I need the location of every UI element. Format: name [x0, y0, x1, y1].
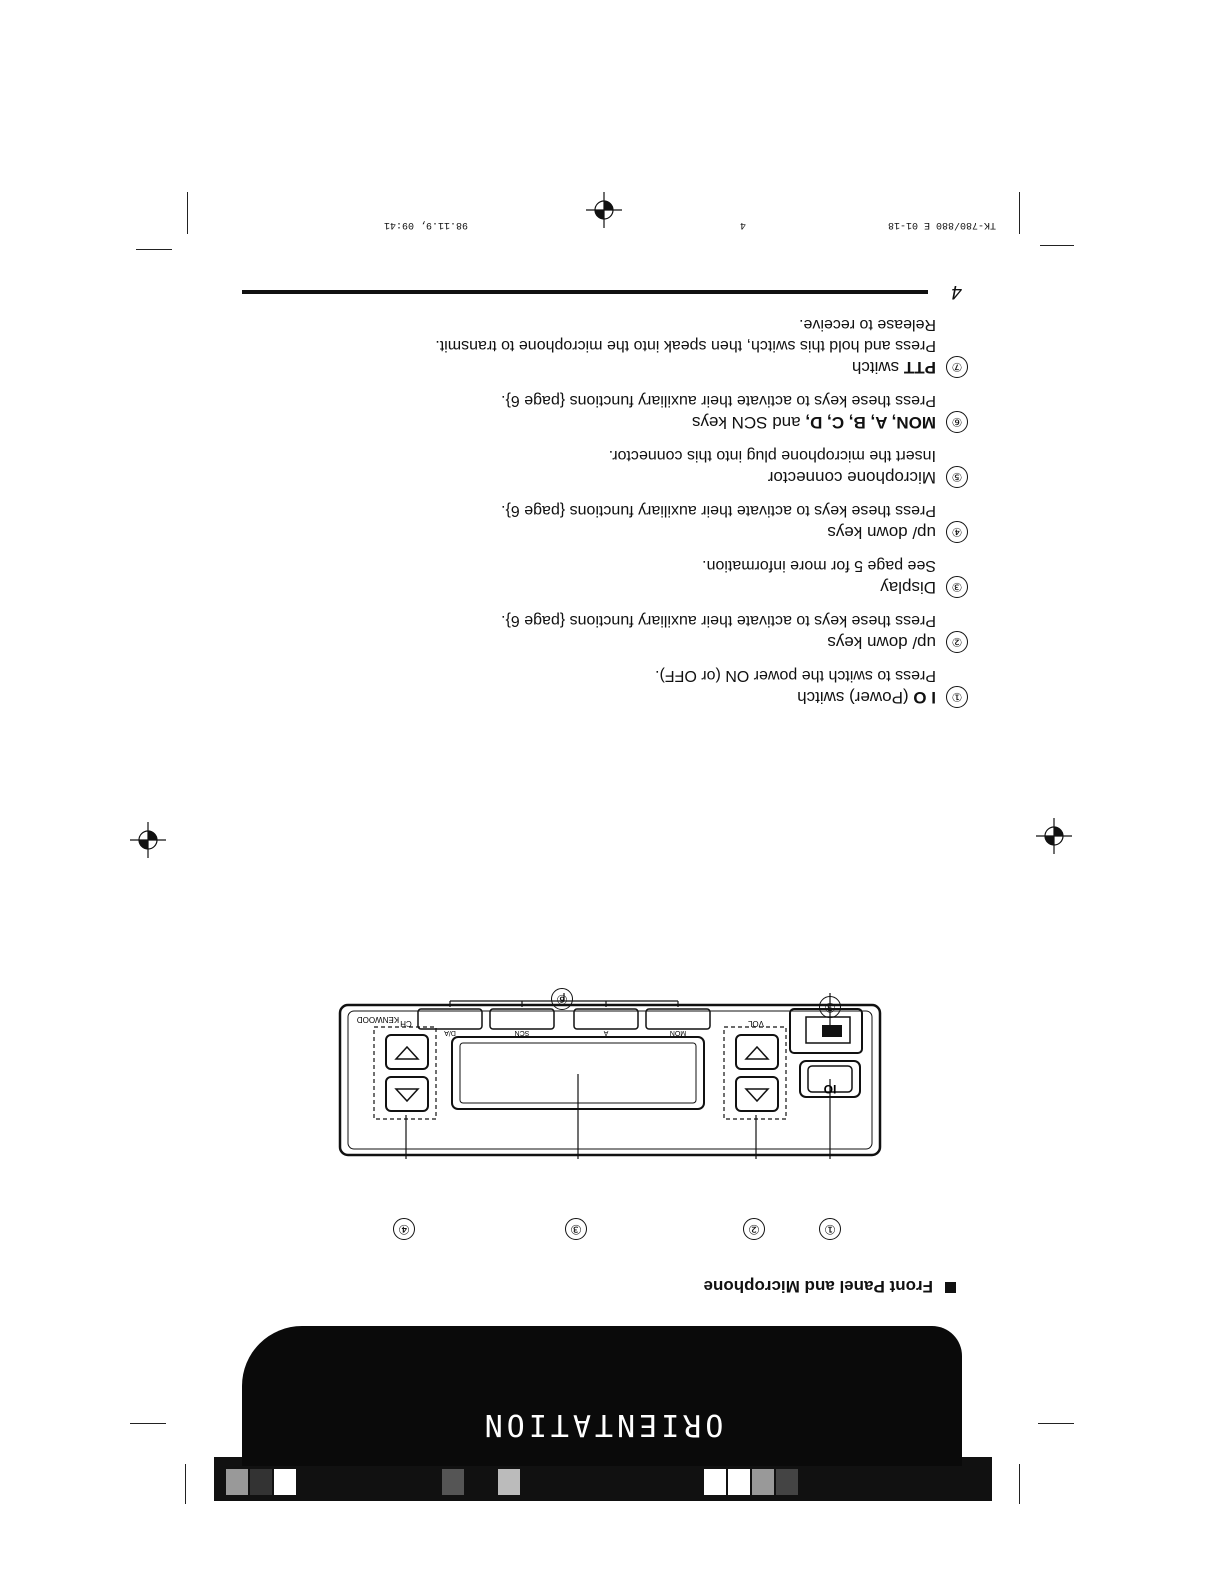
- callout-4: ④: [393, 1218, 415, 1240]
- swatch: [752, 1469, 774, 1495]
- section-title: ORIENTATION: [480, 1407, 724, 1442]
- list-item: ④ up/ down keys Press these keys to activ…: [248, 500, 968, 543]
- page-number: 4: [951, 281, 962, 302]
- list-item: ② up/ down keys Press these keys to activ…: [248, 610, 968, 653]
- scn-label: SCN: [515, 1029, 530, 1036]
- swatch: [776, 1469, 798, 1495]
- vol-down-button: [735, 1076, 779, 1112]
- crop-mark: [136, 249, 172, 250]
- registration-mark-icon: [586, 192, 622, 228]
- item-description: Press to switch the power ON (or OFF).: [655, 667, 936, 684]
- item-number: ⑥: [946, 411, 968, 433]
- crop-mark: [187, 192, 188, 234]
- item-title-bold: I O: [913, 688, 936, 707]
- callout-2: ②: [743, 1218, 765, 1240]
- swatch: [274, 1469, 296, 1495]
- item-title: up/ down keys: [827, 523, 936, 542]
- list-item: ① I O (Power) switch Press to switch the …: [248, 665, 968, 708]
- item-description: Press these keys to activate their auxil…: [501, 392, 936, 409]
- footer-file-info: TK-780/880 E 01-18: [887, 219, 996, 230]
- figure-heading-text: Front Panel and Microphone: [703, 1277, 933, 1296]
- item-number: ③: [946, 576, 968, 598]
- item-title: (Power) switch: [797, 688, 914, 707]
- item-number: ①: [946, 686, 968, 708]
- callout-3: ③: [565, 1218, 587, 1240]
- crop-mark: [1019, 1464, 1020, 1504]
- crop-mark: [1040, 245, 1074, 246]
- item-number: ④: [946, 521, 968, 543]
- item-number: ⑤: [946, 466, 968, 488]
- a-label: A: [603, 1029, 608, 1036]
- crop-mark: [1038, 1423, 1074, 1424]
- list-item: ⑤ Microphone connector Insert the microph…: [248, 445, 968, 488]
- crop-mark: [1019, 192, 1020, 234]
- swatch: [226, 1469, 248, 1495]
- registration-mark-icon: [130, 822, 166, 858]
- item-title: Display: [880, 578, 936, 597]
- front-panel-diagram: IO VOL CH MON A SCN D/A KENWOOD: [338, 993, 882, 1159]
- power-label: IO: [824, 1082, 837, 1096]
- ch-down-button: [385, 1076, 429, 1112]
- item-title-bold: PTT: [903, 358, 936, 377]
- chapter-banner: ORIENTATION: [242, 1326, 962, 1466]
- item-title: and SCN keys: [691, 413, 806, 432]
- footer-timestamp: 98.11.9, 09:41: [383, 219, 468, 230]
- swatch: [250, 1469, 272, 1495]
- bullet-square-icon: [945, 1282, 956, 1293]
- footer-page-ref: 4: [739, 219, 746, 230]
- vol-label: VOL: [747, 1019, 764, 1028]
- swatch: [442, 1469, 464, 1495]
- crop-mark: [130, 1423, 166, 1424]
- item-description: Press and hold this switch, then speak i…: [435, 316, 936, 354]
- callout-6: ⑥: [551, 988, 573, 1010]
- item-title-bold: MON, A, B, C, D,: [805, 413, 936, 432]
- item-description: Press these keys to activate their auxil…: [501, 612, 936, 629]
- list-item: ⑦ PTT switch Press and hold this switch, …: [248, 314, 968, 378]
- vol-up-button: [735, 1034, 779, 1070]
- registration-mark-icon: [1036, 818, 1072, 854]
- item-list: ① I O (Power) switch Press to switch the …: [248, 302, 968, 708]
- page-rule: [242, 290, 928, 294]
- swatch: [728, 1469, 750, 1495]
- swatch: [704, 1469, 726, 1495]
- figure-heading: Front Panel and Microphone: [703, 1276, 956, 1296]
- microphone-connector: [789, 1008, 863, 1054]
- item-title: up/ down keys: [827, 633, 936, 652]
- ch-up-button: [385, 1034, 429, 1070]
- list-item: ③ Display See page 5 for more information…: [248, 555, 968, 598]
- item-description: Press these keys to activate their auxil…: [501, 502, 936, 519]
- item-title: Microphone connector: [767, 468, 936, 487]
- mon-label: MON: [670, 1029, 686, 1036]
- item-description: See page 5 for more information.: [702, 557, 936, 574]
- item-number: ⑦: [946, 356, 968, 378]
- callout-1: ①: [819, 1218, 841, 1240]
- list-item: ⑥ MON, A, B, C, D, and SCN keys Press the…: [248, 390, 968, 433]
- function-keys: [417, 1008, 711, 1030]
- brand-logo: KENWOOD: [357, 1015, 399, 1024]
- item-number: ②: [946, 631, 968, 653]
- swatch: [498, 1469, 520, 1495]
- ch-label: CH: [400, 1019, 412, 1028]
- crop-mark: [185, 1464, 186, 1504]
- da-label: D/A: [444, 1029, 456, 1036]
- item-description: Insert the microphone plug into this con…: [608, 447, 936, 464]
- callout-5: ⑤: [819, 996, 841, 1018]
- item-title: switch: [851, 358, 904, 377]
